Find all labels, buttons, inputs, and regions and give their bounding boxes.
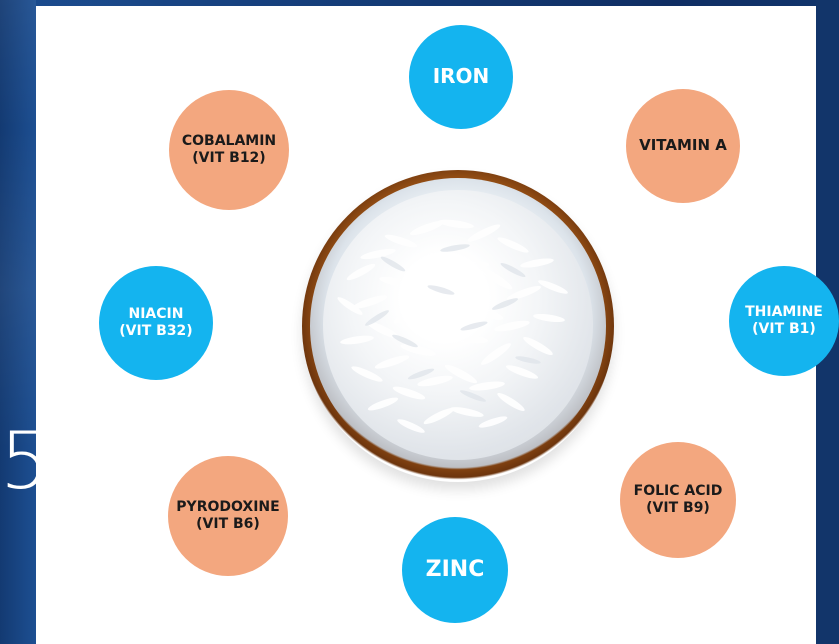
nutrient-panel: IRON VITAMIN A THIAMINE (VIT B1) FOLIC A… bbox=[36, 6, 839, 644]
pyrodoxine-bubble: PYRODOXINE (VIT B6) bbox=[168, 456, 288, 576]
cobalamin-bubble: COBALAMIN (VIT B12) bbox=[169, 90, 289, 210]
iron-bubble: IRON bbox=[409, 25, 513, 129]
rice-fill bbox=[323, 190, 593, 460]
vitamin-a-bubble: VITAMIN A bbox=[626, 89, 740, 203]
left-background-strip bbox=[0, 0, 36, 644]
zinc-bubble: ZINC bbox=[402, 517, 508, 623]
rice-texture bbox=[337, 219, 568, 433]
rice-bowl-icon bbox=[302, 170, 614, 482]
thiamine-bubble: THIAMINE (VIT B1) bbox=[729, 266, 839, 376]
folic-acid-bubble: FOLIC ACID (VIT B9) bbox=[620, 442, 736, 558]
niacin-bubble: NIACIN (VIT B32) bbox=[99, 266, 213, 380]
